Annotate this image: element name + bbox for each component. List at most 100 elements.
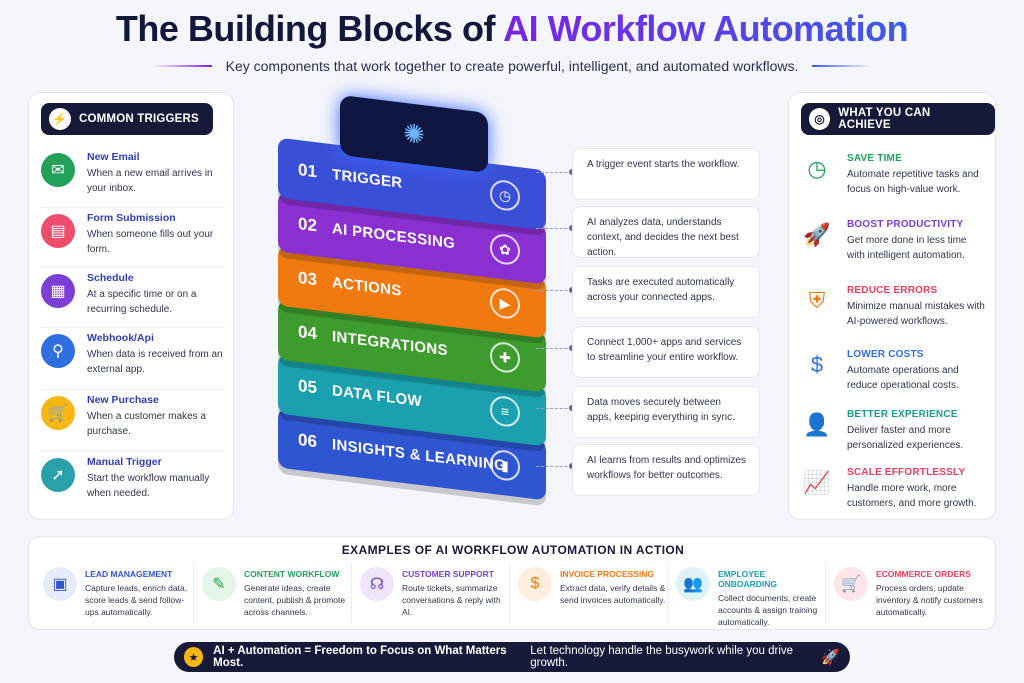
trigger-title: New Purchase <box>87 394 159 406</box>
achieve-title: BOOST PRODUCTIVITY <box>847 219 964 230</box>
user-icon: 👤 <box>803 412 831 437</box>
connector-line <box>536 463 575 469</box>
brain-icon: ✺ <box>403 117 425 150</box>
achieve-desc: Get more done in less time with intellig… <box>847 235 967 261</box>
example-desc: Generate ideas, create content, publish … <box>244 583 346 617</box>
layer-description: AI analyzes data, understands context, a… <box>572 206 760 258</box>
example-item: ▣ LEAD MANAGEMENT Capture leads, enrich d… <box>35 563 193 623</box>
form-icon: ▤ <box>41 214 75 248</box>
cart-icon: 🛒 <box>834 567 868 601</box>
layer-description: Data moves securely between apps, keepin… <box>572 386 760 438</box>
layer-description: A trigger event starts the workflow. <box>572 148 760 200</box>
achieve-title: BETTER EXPERIENCE <box>847 409 958 420</box>
layer-description: Connect 1,000+ apps and services to stre… <box>572 326 760 378</box>
layer-name: TRIGGER <box>332 165 403 192</box>
footer-banner: ★ AI + Automation = Freedom to Focus on … <box>174 642 850 672</box>
trigger-desc: When a new email arrives in your inbox. <box>87 168 213 194</box>
example-desc: Process orders, update inventory & notif… <box>876 583 983 617</box>
trigger-desc: When someone fills out your form. <box>87 229 214 255</box>
achieve-item: $ LOWER COSTS Automate operations and red… <box>801 345 985 405</box>
trigger-desc: When data is received from an external a… <box>87 349 223 375</box>
layer-number: 02 <box>298 214 317 236</box>
achieve-title: LOWER COSTS <box>847 349 924 360</box>
bar-chart-icon: ▮ <box>490 448 520 483</box>
connector-line <box>536 405 575 411</box>
trigger-title: Schedule <box>87 272 134 284</box>
connector-line <box>536 225 575 231</box>
clock-icon: ◷ <box>807 156 827 181</box>
achieve-desc: Minimize manual mistakes with AI-powered… <box>847 301 985 327</box>
star-icon: ★ <box>184 647 204 667</box>
connector-line <box>536 287 575 293</box>
layer-name: INSIGHTS & LEARNING <box>332 435 507 475</box>
invoice-icon: $ <box>518 567 552 601</box>
headset-icon: ☊ <box>360 567 394 601</box>
example-title: CONTENT WORKFLOW <box>244 569 340 579</box>
calendar-icon: ▦ <box>41 274 75 308</box>
layer-number: 03 <box>298 268 317 290</box>
layer-name: INTEGRATIONS <box>332 327 448 359</box>
layer-name: ACTIONS <box>332 273 402 300</box>
mail-icon: ✉ <box>41 153 75 187</box>
achieve-desc: Handle more work, more customers, and mo… <box>847 483 977 509</box>
layer-name: AI PROCESSING <box>332 219 456 252</box>
layer-description: AI learns from results and optimizes wor… <box>572 444 760 496</box>
page-title: The Building Blocks of AI Workflow Autom… <box>115 8 909 49</box>
connector-line <box>536 345 575 351</box>
footer-text: Let technology handle the busywork while… <box>530 645 794 669</box>
example-title: EMPLOYEE ONBOARDING <box>718 569 778 589</box>
cursor-click-icon: ➚ <box>41 458 75 492</box>
example-title: CUSTOMER SUPPORT <box>402 569 494 579</box>
trigger-title: Manual Trigger <box>87 456 162 468</box>
layer-description: Tasks are executed automatically across … <box>572 266 760 318</box>
layer-number: 01 <box>298 160 317 182</box>
trigger-title: New Email <box>87 151 140 163</box>
achieve-item: 🚀 BOOST PRODUCTIVITY Get more done in les… <box>801 215 985 275</box>
layer-number: 05 <box>298 376 317 398</box>
example-desc: Collect documents, create accounts & ass… <box>718 593 818 627</box>
connector-line <box>536 169 575 175</box>
shield-check-icon: ⛨ <box>808 288 826 313</box>
common-triggers-heading: ⚡COMMON TRIGGERS <box>41 103 213 135</box>
trigger-desc: Start the workflow manually when needed. <box>87 473 210 499</box>
dollar-icon: $ <box>810 352 824 377</box>
achieve-title: SAVE TIME <box>847 153 902 164</box>
layer-number: 06 <box>298 430 317 452</box>
examples-panel: EXAMPLES OF AI WORKFLOW AUTOMATION IN AC… <box>28 536 996 630</box>
achieve-title: REDUCE ERRORS <box>847 285 938 296</box>
achieve-desc: Automate operations and reduce operation… <box>847 365 959 391</box>
footer-bold: AI + Automation = Freedom to Focus on Wh… <box>213 645 507 669</box>
example-desc: Capture leads, enrich data, score leads … <box>85 583 188 617</box>
achieve-desc: Deliver faster and more personalized exp… <box>847 425 964 451</box>
example-title: LEAD MANAGEMENT <box>85 569 173 579</box>
trigger-item: ▦ Schedule At a specific time or on a rec… <box>41 267 225 325</box>
rocket-icon: 🚀 <box>803 222 831 247</box>
example-title: ECOMMERCE ORDERS <box>876 569 971 579</box>
growth-chart-icon: 📈 <box>803 470 831 495</box>
subtitle-row: Key components that work together to cre… <box>0 58 1024 74</box>
achieve-heading: ◎WHAT YOU CAN ACHIEVE <box>801 103 995 135</box>
example-desc: Extract data, verify details & send invo… <box>560 583 666 605</box>
achieve-title: SCALE EFFORTLESSLY <box>847 467 966 478</box>
id-card-icon: ▣ <box>43 567 77 601</box>
trigger-desc: At a specific time or on a recurring sch… <box>87 289 197 315</box>
brain-icon: ✿ <box>490 232 520 267</box>
layer-number: 04 <box>298 322 317 344</box>
lightning-icon: ⚡ <box>49 108 71 130</box>
target-icon: ◎ <box>809 108 831 130</box>
subtitle: Key components that work together to cre… <box>225 58 799 74</box>
achieve-item: 👤 BETTER EXPERIENCE Deliver faster and mo… <box>801 405 985 465</box>
cart-icon: 🛒 <box>41 396 75 430</box>
